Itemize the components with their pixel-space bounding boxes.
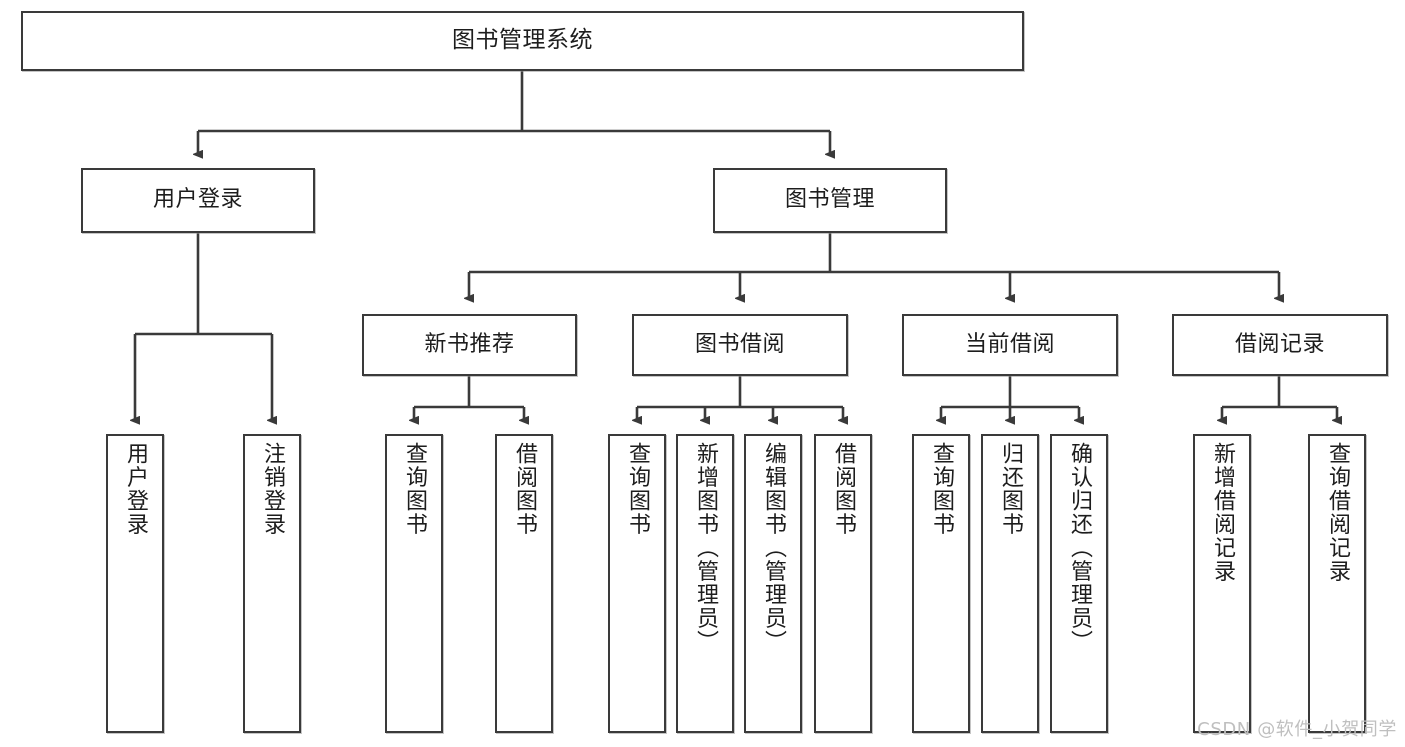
leaf-borrow-query-book[interactable]: 查询图书 — [608, 434, 666, 733]
node-label: 用户登录 — [122, 442, 148, 536]
node-label: 借阅图书 — [511, 442, 537, 536]
node-label: 图书管理 — [784, 187, 875, 213]
leaf-current-confirm-return-admin[interactable]: 确认归还（管理员） — [1050, 434, 1108, 733]
leaf-borrow-borrow-book[interactable]: 借阅图书 — [814, 434, 872, 733]
node-label: 查询借阅记录 — [1324, 442, 1350, 583]
node-new-book-recommend[interactable]: 新书推荐 — [362, 314, 577, 376]
leaf-current-return-book[interactable]: 归还图书 — [981, 434, 1039, 733]
node-label: 当前借阅 — [964, 331, 1055, 357]
leaf-borrow-add-book-admin[interactable]: 新增图书（管理员） — [676, 434, 734, 733]
leaf-record-query-record[interactable]: 查询借阅记录 — [1308, 434, 1366, 733]
node-borrow-record[interactable]: 借阅记录 — [1172, 314, 1388, 376]
node-label: 查询图书 — [928, 442, 954, 536]
node-label: 新增借阅记录 — [1209, 442, 1235, 583]
node-book-borrow[interactable]: 图书借阅 — [632, 314, 848, 376]
node-label: 编辑图书（管理员） — [760, 442, 786, 654]
leaf-record-add-record[interactable]: 新增借阅记录 — [1193, 434, 1251, 733]
node-label: 注销登录 — [259, 442, 285, 536]
node-label: 图书借阅 — [694, 331, 785, 357]
node-label: 查询图书 — [624, 442, 650, 536]
node-label: 归还图书 — [997, 442, 1023, 536]
node-label: 新增图书（管理员） — [692, 442, 718, 654]
node-label: 查询图书 — [401, 442, 427, 536]
node-label: 借阅图书 — [830, 442, 856, 536]
node-label: 用户登录 — [152, 187, 243, 213]
leaf-current-query-book[interactable]: 查询图书 — [912, 434, 970, 733]
leaf-borrow-edit-book-admin[interactable]: 编辑图书（管理员） — [744, 434, 802, 733]
watermark-text: CSDN @软件_小贺同学 — [1197, 719, 1397, 740]
leaf-recommend-query-book[interactable]: 查询图书 — [385, 434, 443, 733]
node-root-system[interactable]: 图书管理系统 — [21, 11, 1024, 71]
node-label: 确认归还（管理员） — [1066, 442, 1092, 654]
leaf-recommend-borrow-book[interactable]: 借阅图书 — [495, 434, 553, 733]
leaf-user-login[interactable]: 用户登录 — [106, 434, 164, 733]
node-label: 新书推荐 — [424, 331, 515, 357]
leaf-user-logout[interactable]: 注销登录 — [243, 434, 301, 733]
node-label: 借阅记录 — [1234, 331, 1325, 357]
node-label: 图书管理系统 — [452, 27, 593, 54]
node-current-borrow[interactable]: 当前借阅 — [902, 314, 1118, 376]
node-book-management-module[interactable]: 图书管理 — [713, 168, 947, 233]
node-user-login-module[interactable]: 用户登录 — [81, 168, 315, 233]
